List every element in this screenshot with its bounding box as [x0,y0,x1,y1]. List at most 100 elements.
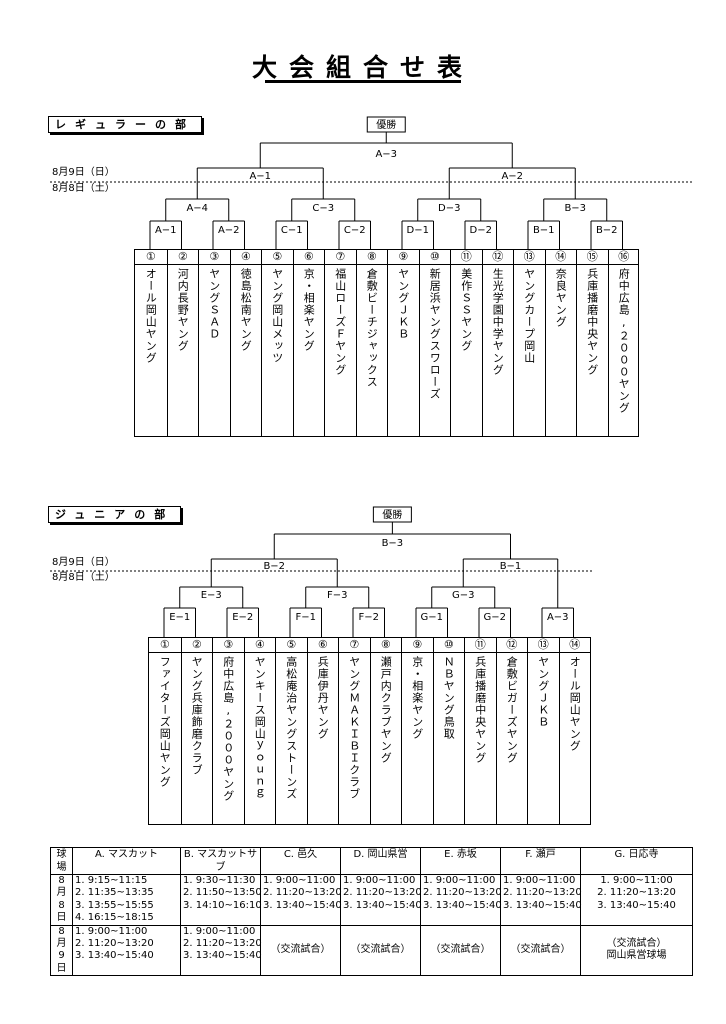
schedule-slot: 1. 9:00~11:00 [183,925,256,937]
match-label: B−2 [596,225,618,236]
schedule-slot: 2. 11:20~13:20 [597,887,676,899]
team-seed: ⑤ [262,250,293,265]
team-seed: ③ [199,250,230,265]
schedule-slot: 3. 14:10~16:10 [183,899,262,911]
day-char: 日 [56,962,67,974]
team-cell: ⑪ 兵庫播磨中央ヤング [464,638,496,824]
team-name: 府中広島,２０００ヤング [617,268,631,414]
team-cell: ⑥ 京・相楽ヤング [292,250,324,436]
schedule-slot: （交流試合） [430,944,491,956]
match-label: D−3 [438,203,460,214]
match-label: G−3 [452,590,475,601]
team-name: オール岡山ヤング [144,268,158,364]
team-seed: ⑥ [307,638,338,653]
match-label: A−1 [249,171,271,182]
day-char: 月 [56,887,67,899]
team-seed: ② [167,250,198,265]
team-name: ヤングＳＡＤ [207,268,221,340]
schedule-slot: 3. 13:40~15:40 [503,899,582,911]
team-cell: ⑤ 高松庵治ヤングストーンズ [275,638,307,824]
match-label: B−1 [533,225,555,236]
team-name: 京・相楽ヤング [410,656,424,740]
regular-date-upper: 8月9日（日） [52,167,115,178]
match-label: E−2 [232,612,253,623]
team-seed: ⑩ [433,638,464,653]
team-seed: ③ [213,638,244,653]
team-name: 美作ＳＳヤング [459,268,473,352]
team-name: 生光学園中学ヤング [491,268,505,376]
team-seed: ② [181,638,212,653]
schedule-slot: 1. 9:00~11:00 [423,875,496,886]
team-name: 奈良ヤング [554,268,568,328]
team-name: 河内長野ヤング [176,268,190,352]
match-label: G−1 [421,612,444,623]
team-name: オール岡山ヤング [568,656,582,752]
team-seed: ⑧ [370,638,401,653]
team-seed: ⑪ [465,638,496,653]
schedule-slot: 2. 11:20~13:20 [343,887,422,899]
team-name: ヤングＪＫＢ [536,656,550,728]
team-name: ヤングＪＫＢ [396,268,410,340]
schedule-slot: 1. 9:00~11:00 [600,875,673,886]
team-name: 京・相楽ヤング [302,268,316,352]
schedule-slot: 2. 11:20~13:20 [183,938,262,950]
regular-date-lower: 8月8日（土） [52,183,115,194]
match-label: B−1 [500,561,522,572]
schedule-cell: （交流試合） [500,924,581,977]
team-seed: ⑥ [293,250,324,265]
team-name: 徳島松南ヤング [239,268,253,352]
team-name: 新居浜ヤングスワローズ [428,268,442,400]
venue-header: B. マスカットサブ [180,847,261,875]
day-char: 8 [58,899,65,911]
team-name: ファイターズ岡山ヤング [158,656,172,788]
schedule-slot: 1. 9:00~11:00 [75,925,148,937]
team-name: 福山ローズＦヤング [333,268,347,376]
match-label: C−2 [344,225,366,236]
schedule-slot: 3. 13:40~15:40 [597,899,676,911]
day-char: 9 [58,950,65,962]
venue-header: D. 岡山県営 [340,847,421,875]
schedule-slot: 2. 11:50~13:50 [183,887,262,899]
team-name: ヤング兵庫飾磨クラブ [190,656,204,776]
team-cell: ③ ヤングＳＡＤ [198,250,230,436]
match-label: B−2 [263,561,285,572]
team-seed: ⑤ [276,638,307,653]
schedule-table: 球場 A. マスカット B. マスカットサブ C. 邑久 D. 岡山県営 E. … [50,847,693,977]
schedule-cell: （交流試合） [340,924,421,977]
day-char: 8 [58,925,65,937]
schedule-slot: 2. 11:20~13:20 [423,887,502,899]
schedule-slot: 3. 13:40~15:40 [263,899,342,911]
team-name: 高松庵治ヤングストーンズ [284,656,298,800]
match-label: F−3 [327,590,348,601]
schedule-slot: 3. 13:40~15:40 [423,899,502,911]
team-seed: ⑧ [356,250,387,265]
match-label: E−3 [201,590,222,601]
schedule-slot: 2. 11:20~13:20 [75,938,154,950]
schedule-cell: （交流試合） [260,924,341,977]
schedule-slot: （交流試合） [606,938,667,950]
team-name: ヤングカープ岡山 [522,268,536,364]
junior-date-upper: 8月9日（日） [52,557,115,568]
team-name: ＮＢヤング鳥取 [442,656,456,740]
team-name: 兵庫播磨中央ヤング [473,656,487,764]
team-seed: ⑪ [451,250,482,265]
